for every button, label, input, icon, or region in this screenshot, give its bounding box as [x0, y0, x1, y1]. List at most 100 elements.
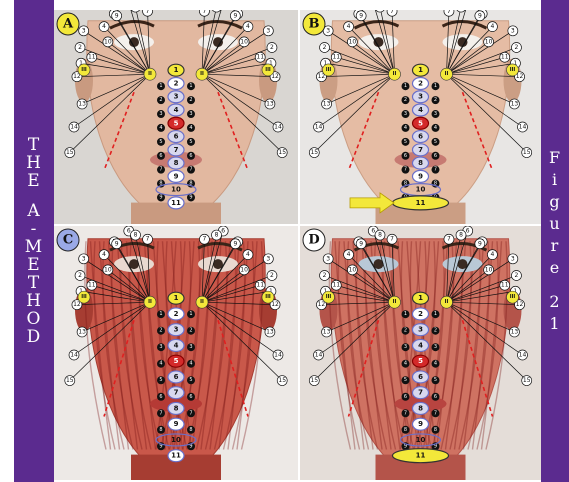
panel-label: C — [63, 233, 73, 248]
roman-numeral: III — [326, 294, 332, 300]
midline-number: 1 — [418, 294, 423, 302]
side-number: 1 — [434, 311, 437, 317]
midline-number: 2 — [418, 79, 423, 87]
outer-number: 13 — [266, 100, 274, 107]
side-number: 7 — [404, 410, 407, 416]
side-number: 3 — [434, 111, 437, 117]
outer-number: 13 — [78, 328, 86, 335]
midline-number: 9 — [418, 420, 423, 428]
outer-number: 9 — [359, 12, 363, 19]
outer-number: 6 — [127, 227, 131, 234]
outer-number: 9 — [115, 12, 119, 19]
panel-label: B — [309, 17, 320, 32]
side-number: 4 — [434, 361, 437, 367]
midline-number: 7 — [418, 389, 423, 397]
panel-b: 123456789101112131415IIIII12345678910111… — [300, 10, 541, 224]
outer-number: 15 — [66, 377, 74, 384]
outer-number: 3 — [326, 27, 330, 34]
side-number: 4 — [404, 125, 407, 131]
midline-number: 10 — [416, 436, 426, 444]
banner-right-letter: g — [549, 191, 560, 213]
side-number: 2 — [404, 328, 407, 334]
side-number: 7 — [189, 410, 192, 416]
outer-number: 10 — [349, 38, 357, 45]
outer-number: 13 — [511, 100, 519, 107]
outer-number: 6 — [371, 227, 375, 234]
outer-number: 4 — [347, 251, 351, 258]
side-number: 2 — [404, 97, 407, 103]
outer-number: 14 — [274, 352, 282, 359]
outer-number: 4 — [491, 251, 495, 258]
banner-left-letter: A — [27, 202, 40, 220]
side-number: 6 — [404, 394, 407, 400]
banner-right-letter: i — [552, 169, 558, 191]
outer-number: 7 — [447, 10, 451, 15]
side-number: 1 — [404, 311, 407, 317]
outer-number: 10 — [240, 266, 248, 273]
roman-numeral: III — [81, 67, 87, 73]
outer-number: 14 — [315, 124, 323, 131]
side-number: 7 — [159, 410, 162, 416]
midline-number: 1 — [174, 66, 179, 74]
outer-number: 10 — [104, 38, 112, 45]
outer-number: 7 — [390, 236, 394, 243]
side-number: 7 — [434, 410, 437, 416]
outer-number: 11 — [88, 282, 96, 289]
side-number: 5 — [189, 377, 192, 383]
side-number: 1 — [159, 311, 162, 317]
side-number: 5 — [159, 377, 162, 383]
outer-number: 8 — [215, 232, 219, 239]
side-number: 2 — [189, 97, 192, 103]
outer-number: 8 — [378, 232, 382, 239]
panel-label: D — [308, 233, 319, 248]
outer-number: 11 — [332, 54, 340, 61]
face-diagram: 123456789101112131415IIIII12345678910111… — [300, 226, 541, 480]
banner-right-letter: 2 — [549, 291, 560, 313]
outer-number: 3 — [511, 27, 515, 34]
outer-number: 11 — [256, 282, 264, 289]
side-number: 5 — [159, 139, 162, 145]
side-number: 9 — [189, 194, 192, 200]
side-number: 1 — [189, 311, 192, 317]
midline-number: 6 — [174, 133, 179, 141]
side-number: 5 — [434, 377, 437, 383]
side-number: 6 — [434, 153, 437, 159]
roman-numeral: II — [445, 71, 449, 77]
outer-number: 14 — [70, 352, 78, 359]
banner-right-letter: u — [549, 213, 560, 235]
outer-number: 4 — [491, 23, 495, 30]
outer-number: 3 — [326, 255, 330, 262]
side-number: 1 — [434, 83, 437, 89]
side-number: 5 — [404, 139, 407, 145]
roman-numeral: II — [200, 71, 204, 77]
side-number: 8 — [404, 427, 407, 433]
side-number: 7 — [434, 167, 437, 173]
side-number: 6 — [434, 394, 437, 400]
midline-number: 2 — [418, 310, 423, 318]
outer-number: 8 — [215, 10, 219, 11]
side-number: 6 — [404, 153, 407, 159]
midline-number: 2 — [174, 79, 179, 87]
side-number: 4 — [404, 361, 407, 367]
outer-number: 2 — [515, 44, 519, 51]
outer-number: 10 — [485, 266, 493, 273]
banner-left-letter: T — [28, 274, 40, 292]
outer-number: 4 — [102, 251, 106, 258]
midline-number: 1 — [418, 66, 423, 74]
side-number: 4 — [159, 125, 162, 131]
face-diagram: 123456789101112131415IIIII12345678910111… — [54, 10, 298, 224]
midline-number: 8 — [174, 404, 179, 412]
outer-number: 6 — [221, 227, 225, 234]
side-number: 3 — [434, 344, 437, 350]
roman-numeral: II — [200, 299, 204, 305]
side-number: 4 — [159, 361, 162, 367]
banner-left-letter: D — [27, 328, 42, 346]
outer-number: 15 — [310, 377, 318, 384]
outer-number: 8 — [134, 232, 138, 239]
midline-number: 11 — [416, 199, 426, 207]
midline-number: 10 — [171, 186, 181, 194]
side-number: 3 — [159, 344, 162, 350]
outer-number: 4 — [102, 23, 106, 30]
outer-number: 9 — [478, 12, 482, 19]
roman-numeral: II — [148, 71, 152, 77]
